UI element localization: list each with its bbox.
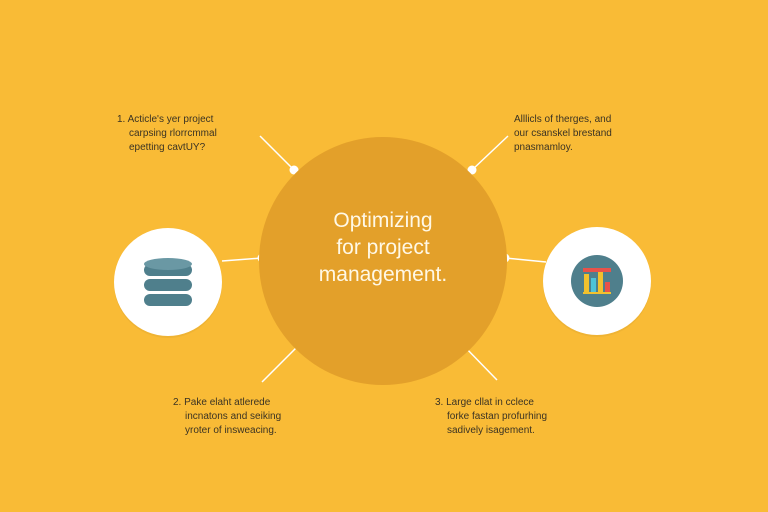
note-line: Pake elaht atlerede — [184, 397, 271, 408]
center-title: Optimizing for project management. — [259, 207, 507, 288]
database-icon — [144, 258, 192, 306]
note-line: carpsing rlorrcmmal — [129, 128, 217, 139]
center-title-line: Optimizing — [333, 209, 433, 232]
note-line: forke fastan profurhing — [447, 411, 548, 422]
note-number: 2. — [173, 397, 182, 408]
connector-top-right — [471, 135, 509, 171]
right-icon-circle — [543, 227, 651, 335]
note-line: yroter of insweacing. — [185, 425, 277, 436]
note-number: 1. — [117, 114, 126, 125]
note-top-left: 1. Acticle's yer project carpsing rlorrc… — [117, 113, 217, 155]
connector-left — [221, 257, 263, 262]
left-icon-circle — [114, 228, 222, 336]
note-line: Acticle's yer project — [127, 114, 214, 125]
note-line: pnasmamloy. — [514, 142, 573, 153]
note-line: our csanskel brestand — [514, 128, 612, 139]
center-title-line: management. — [318, 263, 448, 286]
connector-bottom-left — [261, 343, 301, 383]
connector-top-left — [259, 135, 295, 171]
center-title-line: for project — [336, 236, 430, 259]
note-number: 3. — [435, 397, 444, 408]
note-bottom-right: 3. Large cllat in cclece forke fastan pr… — [435, 396, 547, 438]
center-circle — [259, 137, 507, 385]
note-line: epetting cavtUY? — [129, 142, 206, 153]
connector-right — [504, 257, 547, 263]
note-bottom-left: 2. Pake elaht atlerede incnatons and sei… — [173, 396, 281, 438]
bar-chart-icon — [571, 255, 623, 307]
note-top-right: Alllicls of therges, and our csanskel br… — [514, 113, 612, 155]
note-line: Large cllat in cclece — [446, 397, 534, 408]
note-line: sadively isagement. — [447, 425, 535, 436]
note-line: Alllicls of therges, and — [514, 114, 612, 125]
note-line: incnatons and seiking — [185, 411, 282, 422]
